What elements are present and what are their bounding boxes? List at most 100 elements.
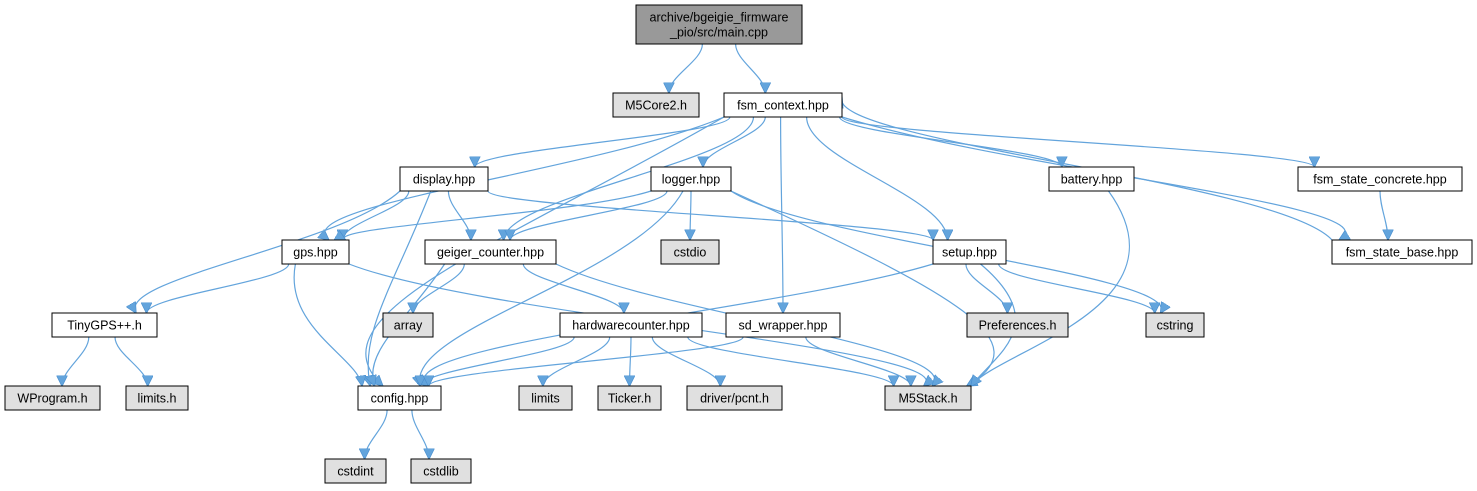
edge-sd-wrapper-to-m5stack xyxy=(805,336,911,386)
node-label: limits xyxy=(531,391,559,405)
node-box xyxy=(518,385,573,411)
edge-display-to-gps xyxy=(342,190,410,240)
nodes: archive/bgeigie_firmware_pio/src/main.cp… xyxy=(4,4,1473,484)
edge-fsm-context-to-setup xyxy=(806,116,948,240)
node-label: display.hpp xyxy=(413,172,475,186)
node-box xyxy=(1145,312,1205,338)
node-box xyxy=(1297,166,1463,192)
edge-fsm-context-to-fsm-state-concrete xyxy=(841,116,1314,167)
edge-fsm-context-to-fsm-state-base xyxy=(841,116,1345,240)
node-box xyxy=(686,385,783,411)
node-box xyxy=(4,385,101,411)
edge-fsm-context-to-battery xyxy=(839,116,1062,167)
edge-gps-to-config xyxy=(293,263,362,386)
node-label: archive/bgeigie_firmware xyxy=(650,10,789,24)
node-box xyxy=(650,166,732,192)
edge-hardwarecounter-to-limits xyxy=(543,336,611,386)
node-limits: limits xyxy=(518,385,573,411)
edge-gps-to-tinygps xyxy=(147,263,290,313)
node-label: battery.hpp xyxy=(1061,172,1123,186)
node-label: logger.hpp xyxy=(662,172,720,186)
node-fsm-context[interactable]: fsm_context.hpp xyxy=(723,92,843,118)
node-label: sd_wrapper.hpp xyxy=(739,318,828,332)
node-cstdio: cstdio xyxy=(660,239,720,265)
edge-hardwarecounter-to-m5stack xyxy=(687,336,894,386)
edge-logger-to-cstdio xyxy=(690,190,691,240)
node-box xyxy=(635,4,803,45)
node-cstring: cstring xyxy=(1145,312,1205,338)
node-main[interactable]: archive/bgeigie_firmware_pio/src/main.cp… xyxy=(635,4,803,45)
node-m5stack: M5Stack.h xyxy=(884,385,972,411)
node-box xyxy=(1048,166,1135,192)
node-label: array xyxy=(394,318,423,332)
edge-main-to-fsm-context xyxy=(735,43,766,93)
node-label: hardwarecounter.hpp xyxy=(572,318,689,332)
node-box xyxy=(382,312,434,338)
edge-fsm-context-to-logger xyxy=(703,116,766,167)
node-box xyxy=(932,239,1007,265)
edge-hardwarecounter-to-config xyxy=(420,336,575,386)
node-geiger-counter[interactable]: geiger_counter.hpp xyxy=(424,239,557,265)
edge-setup-to-cstring xyxy=(998,263,1155,313)
edge-battery-to-m5stack xyxy=(971,190,1130,386)
edge-logger-to-geiger-counter xyxy=(510,190,668,240)
edge-fsm-context-to-config xyxy=(365,116,725,386)
node-label: gps.hpp xyxy=(293,245,338,259)
node-label: driver/pcnt.h xyxy=(700,391,769,405)
node-label: _pio/src/main.cpp xyxy=(669,25,768,39)
node-label: setup.hpp xyxy=(942,245,997,259)
edge-sd-wrapper-to-config xyxy=(429,336,744,386)
node-cstdlib: cstdlib xyxy=(410,458,472,484)
node-label: fsm_state_base.hpp xyxy=(1346,245,1459,259)
node-box xyxy=(884,385,972,411)
edge-main-to-m5core2 xyxy=(669,43,703,93)
edge-logger-to-gps xyxy=(344,190,652,240)
node-box xyxy=(125,385,189,411)
node-battery[interactable]: battery.hpp xyxy=(1048,166,1135,192)
node-box xyxy=(559,312,703,338)
node-label: cstdlib xyxy=(423,464,458,478)
node-hardwarecounter[interactable]: hardwarecounter.hpp xyxy=(559,312,703,338)
edges xyxy=(62,43,1388,459)
node-config[interactable]: config.hpp xyxy=(357,385,442,411)
node-label: Preferences.h xyxy=(979,318,1057,332)
node-label: cstdint xyxy=(337,464,374,478)
node-label: fsm_state_concrete.hpp xyxy=(1313,172,1446,186)
node-label: cstdio xyxy=(674,245,707,259)
node-setup[interactable]: setup.hpp xyxy=(932,239,1007,265)
node-label: fsm_context.hpp xyxy=(737,98,829,112)
node-box xyxy=(966,312,1069,338)
node-box xyxy=(597,385,662,411)
node-box xyxy=(51,312,158,338)
node-label: M5Stack.h xyxy=(898,391,957,405)
node-display[interactable]: display.hpp xyxy=(399,166,489,192)
node-label: config.hpp xyxy=(371,391,429,405)
node-label: TinyGPS++.h xyxy=(67,318,142,332)
node-fsm-state-concrete[interactable]: fsm_state_concrete.hpp xyxy=(1297,166,1463,192)
node-box xyxy=(281,239,350,265)
node-box xyxy=(612,92,700,118)
edge-display-to-config xyxy=(368,190,432,386)
node-box xyxy=(723,92,843,118)
node-cstdint: cstdint xyxy=(324,458,387,484)
node-limits-h: limits.h xyxy=(125,385,189,411)
node-label: WProgram.h xyxy=(17,391,87,405)
node-gps[interactable]: gps.hpp xyxy=(281,239,350,265)
node-label: limits.h xyxy=(138,391,177,405)
node-logger[interactable]: logger.hpp xyxy=(650,166,732,192)
node-fsm-state-base[interactable]: fsm_state_base.hpp xyxy=(1331,239,1473,265)
node-driver-pcnt: driver/pcnt.h xyxy=(686,385,783,411)
node-box xyxy=(424,239,557,265)
node-label: geiger_counter.hpp xyxy=(437,245,544,259)
node-tinygps[interactable]: TinyGPS++.h xyxy=(51,312,158,338)
edge-geiger-counter-to-array xyxy=(413,263,465,313)
node-sd-wrapper[interactable]: sd_wrapper.hpp xyxy=(725,312,841,338)
node-box xyxy=(1331,239,1473,265)
node-box xyxy=(660,239,720,265)
node-box xyxy=(410,458,472,484)
edge-display-to-geiger-counter xyxy=(447,190,471,240)
node-preferences: Preferences.h xyxy=(966,312,1069,338)
node-wprogram: WProgram.h xyxy=(4,385,101,411)
node-box xyxy=(357,385,442,411)
node-box xyxy=(725,312,841,338)
